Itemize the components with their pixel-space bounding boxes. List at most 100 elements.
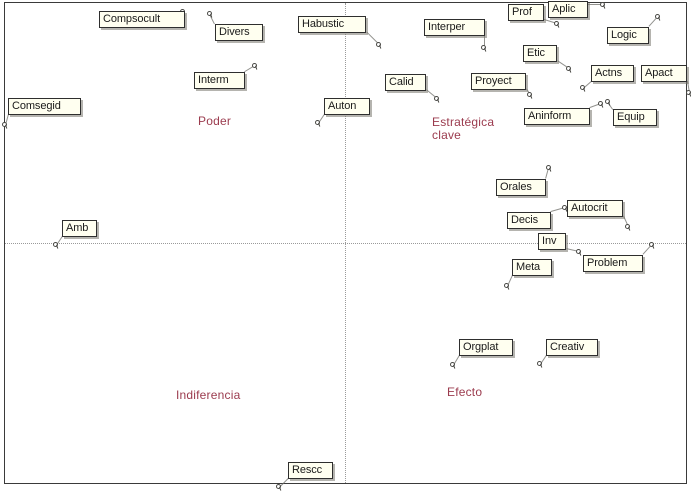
marker-dot-icon (504, 283, 509, 288)
data-point-label-logic[interactable]: Logic (607, 27, 649, 44)
data-point-marker-prof[interactable] (554, 21, 561, 28)
quadrant-label-indiferencia: Indiferencia (176, 388, 241, 402)
data-point-label-actns[interactable]: Actns (591, 65, 634, 82)
data-point-marker-amb[interactable] (53, 242, 60, 249)
data-point-label-habustic[interactable]: Habustic (298, 16, 366, 33)
marker-dot-icon (554, 21, 559, 26)
data-point-marker-orgplat[interactable] (450, 362, 457, 369)
marker-tail-icon (279, 486, 282, 491)
data-point-label-autocrit[interactable]: Autocrit (567, 200, 623, 217)
marker-dot-icon (566, 66, 571, 71)
marker-tail-icon (255, 65, 258, 70)
marker-dot-icon (53, 242, 58, 247)
marker-dot-icon (527, 92, 532, 97)
data-point-label-orgplat[interactable]: Orgplat (459, 339, 513, 356)
data-point-label-interm[interactable]: Interm (194, 72, 245, 89)
data-point-marker-habustic[interactable] (376, 42, 383, 49)
horizontal-axis-line (5, 243, 686, 244)
data-point-marker-apact[interactable] (686, 90, 691, 97)
data-point-marker-interm[interactable] (252, 63, 259, 70)
marker-dot-icon (605, 99, 610, 104)
data-point-marker-proyect[interactable] (527, 92, 534, 99)
data-point-marker-etic[interactable] (566, 66, 573, 73)
marker-tail-icon (628, 226, 631, 231)
data-point-marker-decis[interactable] (562, 205, 569, 212)
data-point-marker-problem[interactable] (649, 242, 656, 249)
data-point-label-inv[interactable]: Inv (538, 233, 566, 250)
marker-dot-icon (600, 2, 605, 7)
marker-tail-icon (540, 363, 543, 368)
marker-dot-icon (562, 205, 567, 210)
data-point-label-divers[interactable]: Divers (215, 24, 263, 41)
quadrant-label-efecto: Efecto (447, 385, 483, 399)
marker-tail-icon (569, 68, 572, 73)
data-point-label-rescc[interactable]: Rescc (288, 462, 333, 479)
marker-tail-icon (579, 251, 582, 256)
marker-tail-icon (601, 103, 604, 108)
data-point-marker-divers[interactable] (207, 11, 214, 18)
marker-tail-icon (5, 124, 8, 129)
data-point-marker-calid[interactable] (434, 96, 441, 103)
marker-dot-icon (481, 45, 486, 50)
data-point-marker-actns[interactable] (580, 85, 587, 92)
data-point-label-apact[interactable]: Apact (641, 65, 687, 82)
data-point-label-prof[interactable]: Prof (508, 4, 544, 21)
marker-dot-icon (376, 42, 381, 47)
marker-tail-icon (453, 364, 456, 369)
marker-tail-icon (379, 44, 382, 49)
data-point-label-compsocult[interactable]: Compsocult (99, 11, 185, 28)
marker-tail-icon (484, 47, 487, 52)
data-point-label-equip[interactable]: Equip (613, 109, 657, 126)
data-point-marker-creativ[interactable] (537, 361, 544, 368)
marker-tail-icon (549, 167, 552, 172)
data-point-marker-logic[interactable] (655, 14, 662, 21)
data-point-label-calid[interactable]: Calid (385, 74, 426, 91)
data-point-marker-autocrit[interactable] (625, 224, 632, 231)
data-point-label-interper[interactable]: Interper (424, 19, 485, 36)
marker-dot-icon (655, 14, 660, 19)
marker-dot-icon (450, 362, 455, 367)
marker-tail-icon (652, 244, 655, 249)
data-point-label-aninform[interactable]: Aninform (524, 108, 590, 125)
data-point-label-meta[interactable]: Meta (512, 259, 552, 276)
marker-tail-icon (56, 244, 59, 249)
data-point-label-creativ[interactable]: Creativ (546, 339, 598, 356)
data-point-label-amb[interactable]: Amb (62, 220, 97, 237)
marker-dot-icon (207, 11, 212, 16)
marker-dot-icon (546, 165, 551, 170)
marker-dot-icon (580, 85, 585, 90)
data-point-label-proyect[interactable]: Proyect (471, 73, 526, 90)
data-point-marker-meta[interactable] (504, 283, 511, 290)
data-point-marker-rescc[interactable] (276, 484, 283, 491)
quadrant-label-poder: Poder (198, 114, 232, 128)
data-point-label-auton[interactable]: Auton (324, 98, 370, 115)
data-point-marker-auton[interactable] (315, 120, 322, 127)
marker-dot-icon (434, 96, 439, 101)
data-point-marker-comsegid[interactable] (2, 122, 9, 129)
data-point-label-etic[interactable]: Etic (523, 45, 557, 62)
marker-tail-icon (210, 13, 213, 18)
data-point-label-problem[interactable]: Problem (583, 255, 643, 272)
data-point-marker-equip[interactable] (605, 99, 612, 106)
marker-dot-icon (598, 101, 603, 106)
data-point-label-decis[interactable]: Decis (507, 212, 551, 229)
data-point-marker-inv[interactable] (576, 249, 583, 256)
marker-tail-icon (658, 16, 661, 21)
marker-dot-icon (625, 224, 630, 229)
marker-tail-icon (507, 285, 510, 290)
data-point-label-orales[interactable]: Orales (496, 179, 546, 196)
marker-dot-icon (649, 242, 654, 247)
marker-dot-icon (252, 63, 257, 68)
marker-dot-icon (537, 361, 542, 366)
data-point-marker-aplic[interactable] (600, 2, 607, 9)
data-point-label-aplic[interactable]: Aplic (548, 1, 588, 18)
marker-dot-icon (576, 249, 581, 254)
data-point-label-comsegid[interactable]: Comsegid (8, 98, 81, 115)
marker-tail-icon (557, 23, 560, 28)
data-point-marker-orales[interactable] (546, 165, 553, 172)
data-point-marker-aninform[interactable] (598, 101, 605, 108)
marker-tail-icon (608, 101, 611, 106)
marker-dot-icon (276, 484, 281, 489)
data-point-marker-interper[interactable] (481, 45, 488, 52)
